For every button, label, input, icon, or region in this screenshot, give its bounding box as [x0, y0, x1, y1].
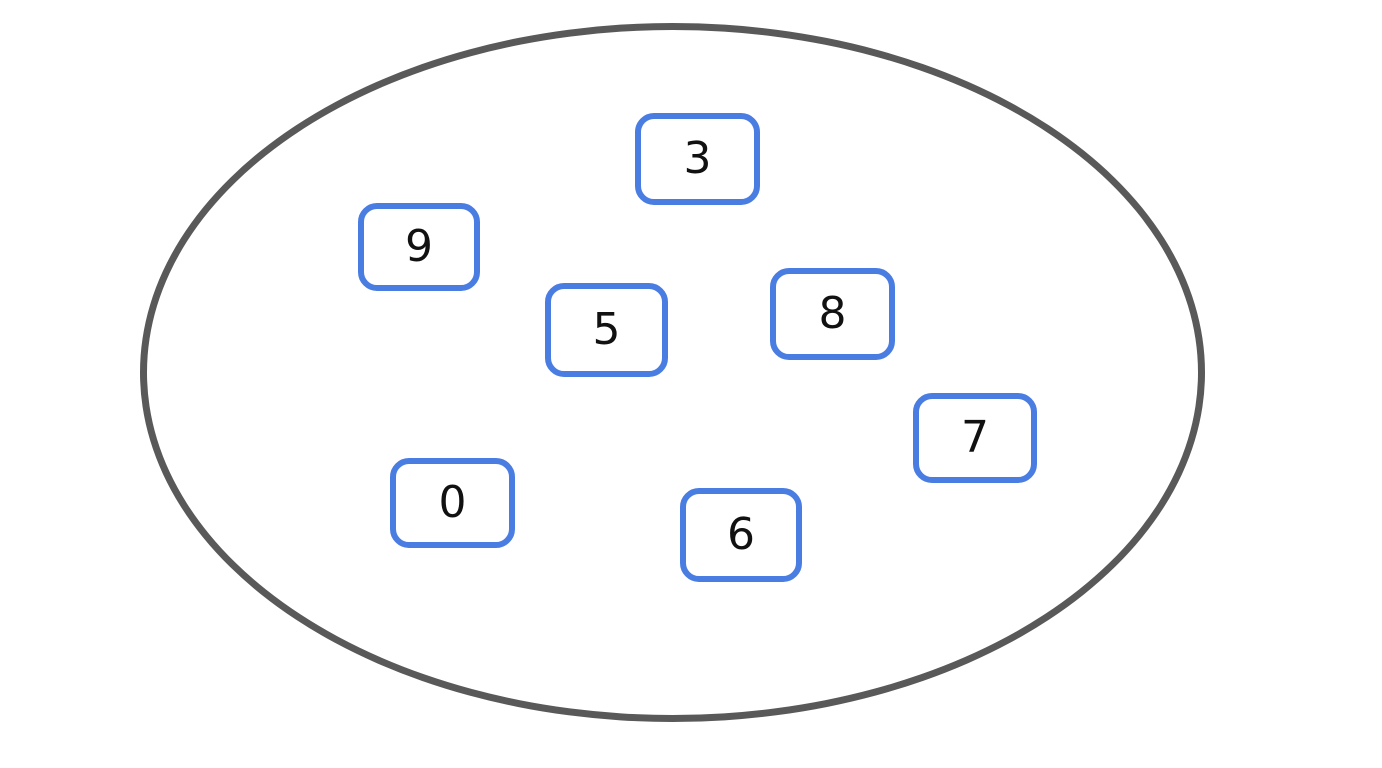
number-card-value: 5: [592, 304, 621, 355]
number-card-value: 0: [438, 477, 467, 528]
number-card[interactable]: 0: [390, 458, 515, 548]
number-card[interactable]: 5: [545, 283, 668, 377]
number-card[interactable]: 6: [680, 488, 802, 582]
number-card-value: 3: [683, 133, 712, 184]
number-card[interactable]: 8: [770, 268, 895, 360]
number-card[interactable]: 9: [358, 203, 480, 291]
number-card-value: 7: [961, 412, 989, 463]
number-card-value: 8: [818, 288, 847, 339]
number-card[interactable]: 7: [913, 393, 1037, 483]
number-card[interactable]: 3: [635, 113, 760, 205]
number-card-value: 9: [405, 221, 433, 272]
number-card-value: 6: [727, 509, 755, 560]
